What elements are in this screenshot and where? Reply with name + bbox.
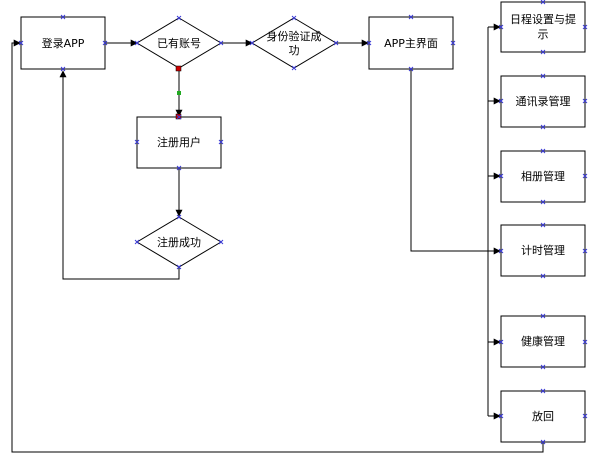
connection-point-handle bbox=[582, 24, 588, 30]
connection-point-handle bbox=[218, 239, 224, 245]
connection-point-handle bbox=[582, 248, 588, 254]
node-contacts-label: 通讯录管理 bbox=[516, 94, 571, 108]
connectors bbox=[11, 23, 544, 453]
connection-point-handle bbox=[218, 139, 224, 145]
decision-has-account-label: 已有账号 bbox=[157, 36, 201, 50]
node-schedule[interactable]: 日程设置与提 示 bbox=[500, 1, 586, 53]
connector-mid-handle[interactable] bbox=[177, 91, 181, 95]
node-contacts[interactable]: 通讯录管理 bbox=[500, 75, 586, 128]
connection-point-handle bbox=[540, 148, 546, 154]
connection-point-handle bbox=[102, 40, 108, 46]
decision-has-account[interactable]: 已有账号 bbox=[136, 17, 222, 69]
connection-point-handle bbox=[540, 199, 546, 205]
node-schedule-label-line1: 日程设置与提 bbox=[510, 13, 576, 26]
decision-register-success-label: 注册成功 bbox=[157, 235, 201, 249]
connection-point-handle bbox=[366, 40, 372, 46]
connection-point-handle bbox=[291, 15, 297, 21]
edge-app-main-to-branch bbox=[410, 69, 501, 255]
connection-point-handle bbox=[540, 313, 546, 319]
connection-point-handle bbox=[218, 40, 224, 46]
decision-auth-success[interactable]: 身份验证成 功 bbox=[251, 17, 337, 69]
connection-point-handle bbox=[582, 98, 588, 104]
decision-auth-success-label-line2: 功 bbox=[289, 44, 300, 57]
connection-point-handle bbox=[291, 65, 297, 71]
node-login-app-label: 登录APP bbox=[42, 36, 85, 50]
connection-point-handle bbox=[540, 73, 546, 79]
connection-point-handle bbox=[498, 24, 504, 30]
connector-end-handle[interactable] bbox=[175, 65, 182, 72]
decision-register-success[interactable]: 注册成功 bbox=[136, 216, 222, 268]
node-schedule-label-line2: 示 bbox=[538, 28, 549, 41]
connection-point-handle bbox=[408, 66, 414, 72]
connection-point-handle bbox=[134, 239, 140, 245]
connection-point-handle bbox=[540, 364, 546, 370]
connection-point-handle bbox=[176, 165, 182, 171]
node-register-user-label: 注册用户 bbox=[157, 135, 201, 149]
node-health-label: 健康管理 bbox=[521, 334, 565, 348]
node-timer-label: 计时管理 bbox=[521, 243, 565, 257]
node-register-user[interactable]: 注册用户 bbox=[136, 116, 222, 169]
connection-point-handle bbox=[176, 214, 182, 220]
connection-point-handle bbox=[540, 124, 546, 130]
connection-point-handle bbox=[498, 339, 504, 345]
node-login-app[interactable]: 登录APP bbox=[20, 16, 106, 70]
connection-point-handle bbox=[176, 114, 182, 120]
connection-point-handle bbox=[582, 339, 588, 345]
edge-register-success-back-to-login bbox=[59, 70, 180, 280]
connection-point-handle bbox=[582, 413, 588, 419]
connection-point-handle bbox=[60, 14, 66, 20]
connection-point-handle bbox=[134, 40, 140, 46]
connection-point-handle bbox=[498, 98, 504, 104]
connection-point-handles bbox=[18, 0, 588, 445]
connection-point-handle bbox=[498, 413, 504, 419]
node-app-main[interactable]: APP主界面 bbox=[368, 16, 454, 70]
connection-point-handle bbox=[498, 248, 504, 254]
node-health[interactable]: 健康管理 bbox=[500, 315, 586, 368]
connection-point-handle bbox=[498, 173, 504, 179]
decision-auth-success-label-line1: 身份验证成 bbox=[267, 29, 322, 43]
connection-point-handle bbox=[333, 40, 339, 46]
connection-point-handle bbox=[540, 49, 546, 55]
connection-point-handle bbox=[249, 40, 255, 46]
node-album-label: 相册管理 bbox=[521, 169, 565, 183]
node-back-label: 放回 bbox=[532, 409, 554, 423]
connection-point-handle bbox=[176, 264, 182, 270]
connection-point-handle bbox=[582, 173, 588, 179]
node-app-main-label: APP主界面 bbox=[384, 37, 438, 50]
node-album[interactable]: 相册管理 bbox=[500, 150, 586, 203]
connection-point-handle bbox=[540, 388, 546, 394]
connection-point-handle bbox=[540, 439, 546, 445]
connection-point-handle bbox=[540, 273, 546, 279]
connection-point-handle bbox=[540, 0, 546, 5]
connection-point-handle bbox=[134, 139, 140, 145]
connection-point-handle bbox=[540, 222, 546, 228]
node-timer[interactable]: 计时管理 bbox=[500, 224, 586, 277]
node-back[interactable]: 放回 bbox=[500, 390, 586, 443]
connection-point-handle bbox=[408, 14, 414, 20]
connection-point-handle bbox=[18, 40, 24, 46]
connection-point-handle bbox=[450, 40, 456, 46]
connection-point-handle bbox=[60, 66, 66, 72]
edge-back-to-login bbox=[11, 39, 544, 453]
connection-point-handle bbox=[176, 15, 182, 21]
